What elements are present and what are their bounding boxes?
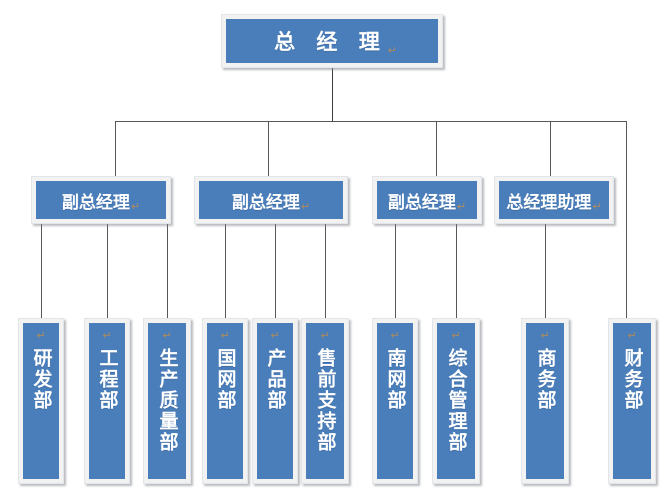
- connector-level3-drop-9: [545, 224, 546, 318]
- connector-level3-drop-3: [167, 224, 168, 318]
- paragraph-mark-icon: ↵: [162, 329, 172, 342]
- paragraph-mark-icon: ↵: [540, 329, 550, 342]
- manager-node-vgm-1-fill: 副总经理↵: [36, 181, 166, 219]
- paragraph-mark-icon: ↵: [220, 329, 230, 342]
- connector-level3-drop-8: [456, 224, 457, 318]
- dept-node-pq-fill: ↵ 生产质量部: [148, 323, 186, 479]
- dept-node-biz-fill: ↵ 商务部: [526, 323, 564, 479]
- paragraph-mark-icon: ↵: [130, 200, 141, 213]
- root-node-general-manager-label: 总 经 理: [274, 30, 387, 54]
- dept-node-ngrid[interactable]: ↵ 南网部: [372, 318, 418, 484]
- dept-node-sgrid-fill: ↵ 国网部: [207, 323, 243, 479]
- paragraph-mark-icon: ↵: [270, 329, 280, 342]
- manager-node-vgm-3[interactable]: 副总经理↵: [372, 176, 482, 224]
- paragraph-mark-icon: ↵: [627, 329, 637, 342]
- dept-node-gmgmt-label: 综合管理部: [445, 348, 468, 453]
- dept-node-eng-label: 工程部: [96, 348, 119, 411]
- paragraph-mark-icon: ↵: [451, 329, 461, 342]
- connector-level3-drop-6: [325, 224, 326, 318]
- connector-level2-drop-3: [436, 121, 437, 176]
- connector-level2-drop-2: [268, 121, 269, 176]
- manager-node-vgm-3-label: 副总经理: [387, 192, 456, 213]
- paragraph-mark-icon: ↵: [102, 329, 112, 342]
- dept-node-fin[interactable]: ↵ 财务部: [608, 318, 656, 484]
- dept-node-biz-label: 商务部: [534, 348, 557, 411]
- connector-level2-drop-1: [115, 121, 116, 176]
- manager-node-vgm-2[interactable]: 副总经理↵: [194, 176, 348, 224]
- dept-node-pq-label: 生产质量部: [156, 348, 179, 453]
- dept-node-eng[interactable]: ↵ 工程部: [84, 318, 130, 484]
- dept-node-presale[interactable]: ↵ 售前支持部: [301, 318, 349, 484]
- dept-node-gmgmt[interactable]: ↵ 综合管理部: [432, 318, 480, 484]
- paragraph-mark-icon: ↵: [456, 200, 467, 213]
- connector-root-stem: [332, 68, 333, 121]
- dept-node-product-label: 产品部: [264, 348, 287, 411]
- manager-node-vgm-2-fill: 副总经理↵: [199, 181, 343, 219]
- root-node-general-manager-fill: 总 经 理↵: [226, 19, 438, 63]
- manager-node-agm-label: 总经理助理: [506, 192, 592, 213]
- dept-node-biz[interactable]: ↵ 商务部: [521, 318, 569, 484]
- connector-level3-drop-7: [395, 224, 396, 318]
- dept-node-ngrid-label: 南网部: [384, 348, 407, 411]
- paragraph-mark-icon: ↵: [592, 200, 602, 213]
- connector-level2-drop-4: [550, 121, 551, 176]
- connector-horizontal-bus: [115, 121, 626, 122]
- paragraph-mark-icon: ↵: [320, 329, 330, 342]
- manager-node-vgm-2-label: 副总经理: [231, 192, 300, 213]
- connector-level3-drop-2: [107, 224, 108, 318]
- dept-node-sgrid-label: 国网部: [214, 348, 237, 411]
- manager-node-agm[interactable]: 总经理助理↵: [494, 176, 614, 224]
- dept-node-rd-fill: ↵ 研发部: [23, 323, 59, 479]
- dept-node-product-fill: ↵ 产品部: [257, 323, 293, 479]
- manager-node-vgm-1-label: 副总经理: [61, 192, 130, 213]
- dept-node-sgrid[interactable]: ↵ 国网部: [202, 318, 248, 484]
- dept-node-fin-label: 财务部: [621, 348, 644, 411]
- dept-node-presale-label: 售前支持部: [314, 348, 337, 453]
- dept-node-fin-fill: ↵ 财务部: [613, 323, 651, 479]
- connector-level3-drop-1: [41, 224, 42, 318]
- paragraph-mark-icon: ↵: [387, 44, 397, 57]
- dept-node-rd-label: 研发部: [30, 348, 53, 411]
- dept-node-product[interactable]: ↵ 产品部: [252, 318, 298, 484]
- dept-node-rd[interactable]: ↵ 研发部: [18, 318, 64, 484]
- manager-node-vgm-1[interactable]: 副总经理↵: [31, 176, 171, 224]
- manager-node-agm-fill: 总经理助理↵: [499, 181, 609, 219]
- dept-node-presale-fill: ↵ 售前支持部: [306, 323, 344, 479]
- dept-node-gmgmt-fill: ↵ 综合管理部: [437, 323, 475, 479]
- paragraph-mark-icon: ↵: [300, 200, 311, 213]
- connector-level3-drop-10: [626, 121, 627, 318]
- connector-level3-drop-4: [225, 224, 226, 318]
- dept-node-pq[interactable]: ↵ 生产质量部: [143, 318, 191, 484]
- paragraph-mark-icon: ↵: [36, 329, 46, 342]
- root-node-general-manager[interactable]: 总 经 理↵: [221, 14, 443, 68]
- dept-node-eng-fill: ↵ 工程部: [89, 323, 125, 479]
- connector-level3-drop-5: [275, 224, 276, 318]
- paragraph-mark-icon: ↵: [390, 329, 400, 342]
- manager-node-vgm-3-fill: 副总经理↵: [377, 181, 477, 219]
- dept-node-ngrid-fill: ↵ 南网部: [377, 323, 413, 479]
